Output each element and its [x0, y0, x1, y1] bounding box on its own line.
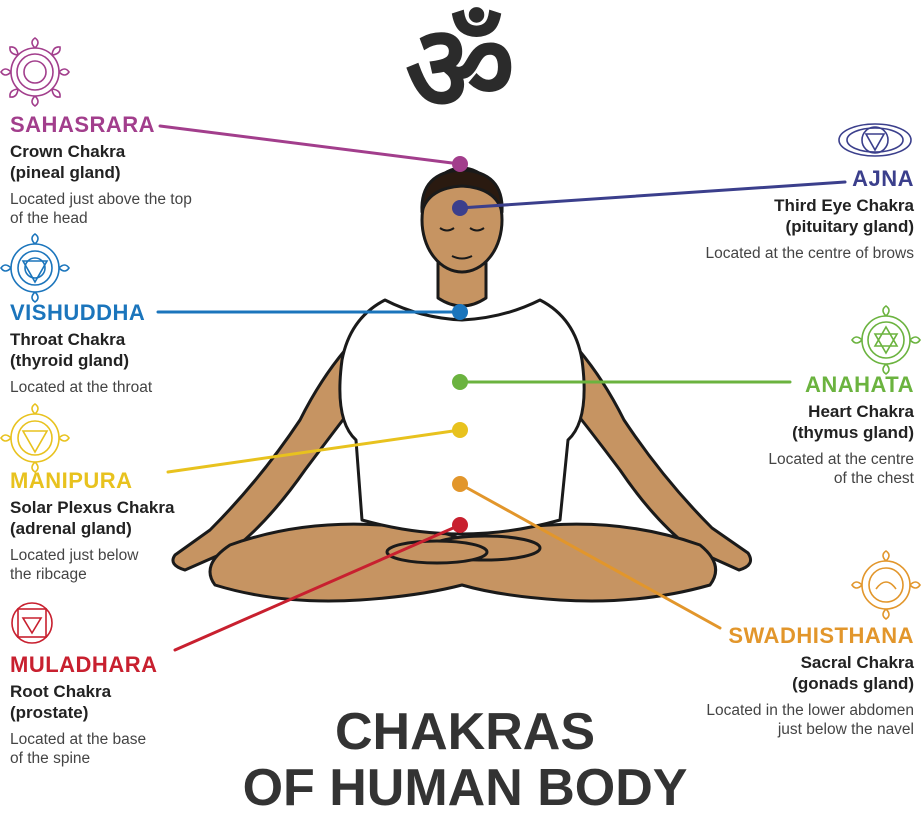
- anahata-name: ANAHATA: [805, 372, 914, 397]
- sahasrara-label-group: SAHASRARA Crown Chakra (pineal gland) Lo…: [10, 112, 260, 228]
- muladhara-dot: [452, 517, 468, 533]
- left-arm: [171, 320, 374, 572]
- chakra-connectors: [156, 124, 847, 652]
- sacral-chakra-icon: [851, 550, 921, 620]
- manipura-description: Located just below the ribcage: [10, 547, 139, 583]
- title-line-1: CHAKRAS: [335, 703, 595, 761]
- om-symbol-icon: ॐ: [405, 0, 514, 139]
- muladhara-connector-line: [173, 523, 462, 652]
- swadhisthana-gland: (gonads gland): [792, 673, 914, 693]
- ajna-connector-line: [458, 180, 847, 210]
- manipura-gland: (adrenal gland): [10, 518, 132, 538]
- manipura-dot: [452, 422, 468, 438]
- muladhara-description: Located at the base of the spine: [10, 731, 147, 767]
- sahasrara-chakra-name: Crown Chakra: [10, 142, 126, 162]
- anahata-label-group: ANAHATA Heart Chakra (thymus gland) Loca…: [642, 372, 914, 488]
- hair: [420, 168, 504, 214]
- neck: [436, 260, 488, 308]
- ajna-name: AJNA: [852, 166, 914, 191]
- anahata-chakra-name: Heart Chakra: [808, 402, 914, 422]
- manipura-connector-line: [166, 428, 462, 474]
- manipura-name: MANIPURA: [10, 468, 133, 493]
- ajna-label-group: AJNA Third Eye Chakra (pituitary gland) …: [642, 166, 914, 264]
- muladhara-gland: (prostate): [10, 702, 89, 722]
- muladhara-name: MULADHARA: [10, 652, 158, 677]
- muladhara-chakra-name: Root Chakra: [10, 682, 112, 702]
- ajna-chakra-name: Third Eye Chakra: [774, 196, 914, 216]
- swadhisthana-description: Located in the lower abdomen just below …: [706, 702, 914, 738]
- right-arm: [550, 320, 752, 572]
- anahata-gland: (thymus gland): [792, 422, 914, 442]
- vishuddha-description: Located at the throat: [10, 379, 153, 397]
- vishuddha-gland: (thyroid gland): [10, 350, 129, 370]
- swadhisthana-chakra-name: Sacral Chakra: [800, 653, 914, 673]
- swadhisthana-label-group: SWADHISTHANA Sacral Chakra (gonads gland…: [642, 623, 914, 739]
- swadhisthana-name: SWADHISTHANA: [728, 623, 914, 648]
- root-chakra-icon: [11, 602, 53, 644]
- title-line-2: OF HUMAN BODY: [242, 759, 688, 817]
- throat-chakra-icon: [0, 233, 70, 303]
- third-eye-chakra-icon: [838, 123, 912, 157]
- sahasrara-name: SAHASRARA: [10, 112, 156, 137]
- torso-shirt: [338, 298, 586, 536]
- crown-chakra-icon: [0, 37, 70, 107]
- sahasrara-dot: [452, 156, 468, 172]
- closed-eyes: [439, 227, 485, 232]
- ajna-dot: [452, 200, 468, 216]
- anahata-description: Located at the centre of the chest: [768, 451, 914, 487]
- vishuddha-dot: [452, 304, 468, 320]
- swadhisthana-connector-line: [458, 482, 722, 630]
- swadhisthana-dot: [452, 476, 468, 492]
- manipura-chakra-name: Solar Plexus Chakra: [10, 498, 175, 518]
- solar-plexus-chakra-icon: [0, 403, 70, 473]
- muladhara-label-group: MULADHARA Root Chakra (prostate) Located…: [10, 652, 260, 768]
- meditating-figure: [171, 166, 752, 603]
- ajna-gland: (pituitary gland): [785, 216, 914, 236]
- sahasrara-description: Located just above the top of the head: [10, 191, 192, 227]
- mouth: [451, 255, 473, 260]
- ajna-description: Located at the centre of brows: [705, 245, 914, 263]
- anahata-dot: [452, 374, 468, 390]
- vishuddha-name: VISHUDDHA: [10, 300, 146, 325]
- sahasrara-connector-line: [158, 124, 462, 166]
- vishuddha-chakra-name: Throat Chakra: [10, 330, 126, 350]
- vishuddha-label-group: VISHUDDHA Throat Chakra (thyroid gland) …: [10, 300, 260, 398]
- manipura-label-group: MANIPURA Solar Plexus Chakra (adrenal gl…: [10, 468, 260, 584]
- heart-chakra-icon: [851, 305, 921, 375]
- sahasrara-gland: (pineal gland): [10, 162, 121, 182]
